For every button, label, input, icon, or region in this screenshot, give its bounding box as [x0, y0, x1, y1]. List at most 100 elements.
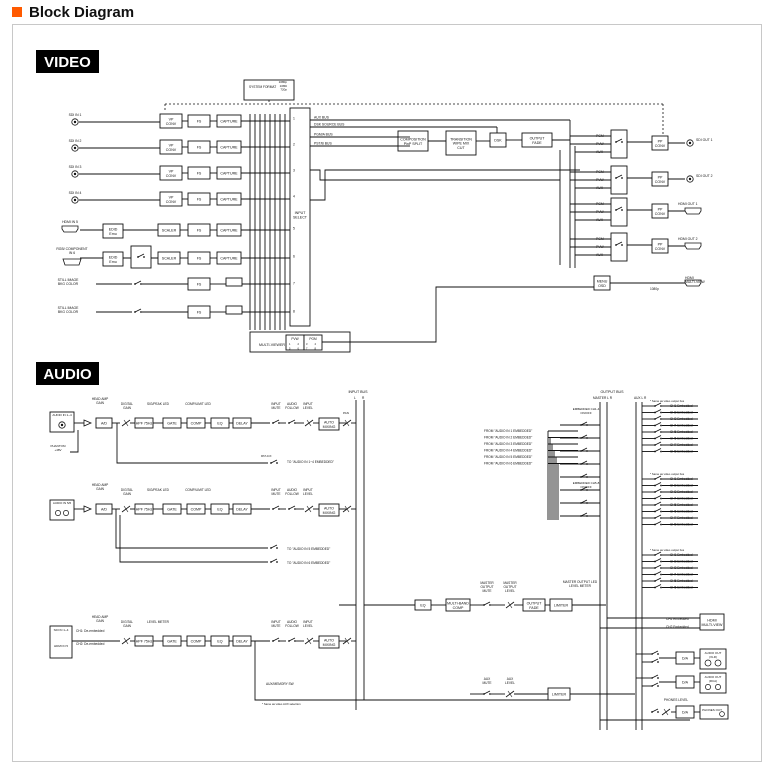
switch-symbol	[586, 476, 588, 478]
input-bus-label: INPUT BUS	[348, 390, 368, 394]
audio-input-label: AUDIO IN 5/6	[53, 501, 72, 505]
amp-symbol	[83, 419, 93, 427]
capture-block-label: CAPTURE	[220, 198, 238, 202]
input-select-label: SELECT	[293, 215, 308, 219]
aux-level-label: LEVEL	[505, 681, 515, 685]
master-eq-block-label: EQ	[420, 604, 425, 608]
switch-symbol	[654, 564, 662, 569]
ad-block-label: A/D	[101, 508, 107, 512]
input-level-label: INPUT	[303, 620, 313, 624]
output-bus-label: OUTPUT BUS	[600, 390, 624, 394]
switch-symbol	[270, 459, 278, 464]
still-mem-block	[225, 305, 243, 315]
vp-conv-block-label: CONV	[166, 122, 177, 126]
input-mute-label: INPUT	[271, 620, 281, 624]
auto-mixing-block-label: AUTO	[324, 638, 334, 642]
diagram-frame	[12, 24, 762, 762]
de-embedded-label: CH2: De-embedded	[76, 642, 105, 646]
switch-symbol	[651, 658, 659, 663]
to-embedded-label: TO "AUDIO IN 1~4 EMBEDDED"	[287, 460, 334, 464]
pp-conv-block-label: PP	[658, 242, 663, 246]
switch-symbol	[654, 402, 662, 407]
audio-input-label: HDMI IN 5	[54, 644, 68, 648]
audio-follow-label: FOLLOW	[285, 624, 298, 628]
switch-symbol	[272, 419, 280, 424]
switch-symbol	[654, 508, 662, 512]
switch-symbol	[654, 571, 662, 575]
auto-mixing-block	[318, 635, 340, 649]
sig-peak-led-label: SIG/PEAK LED	[147, 402, 170, 406]
input-mute-label: MUTE	[271, 624, 280, 628]
vp-conv-block-label: CONV	[166, 200, 177, 204]
mv-pgm-box	[303, 334, 323, 351]
audio-follow-label: AUDIO	[287, 620, 298, 624]
hdmi-connector-icon	[684, 207, 702, 215]
switch-symbol	[288, 637, 296, 642]
video-input-label: STILL IMAGE	[58, 278, 80, 282]
switch-symbol	[615, 174, 623, 179]
bus-label: DSK SOURCE BUS	[314, 123, 345, 127]
to-embedded-label: TO "AUDIO IN 6 EMBEDDED"	[287, 561, 330, 565]
fader-symbol	[123, 505, 129, 513]
switch-symbol	[143, 256, 145, 258]
switch-symbol	[654, 558, 662, 562]
xlr-connector-icon	[714, 659, 722, 667]
multiband-comp-block-label: MULTI-BAND	[447, 601, 469, 605]
fs-block-label: FS	[197, 146, 202, 150]
send-tag: MST AUX	[261, 455, 272, 458]
pp-conv-block-label: PP	[658, 139, 663, 143]
sdi-connector-icon	[688, 141, 692, 145]
audio-out-xlr-box-label: (XLR)	[709, 655, 717, 659]
switch-symbol	[586, 463, 588, 465]
input-level-label: LEVEL	[303, 406, 313, 410]
output-select-box	[610, 197, 628, 227]
switch-symbol	[580, 434, 588, 439]
switch-symbol	[660, 444, 662, 446]
switch-symbol	[294, 640, 296, 642]
fader-symbol	[507, 690, 513, 698]
switch-symbol	[483, 690, 491, 695]
fader-symbol	[123, 637, 129, 645]
switch-symbol	[586, 450, 588, 452]
input-level-label: LEVEL	[303, 624, 313, 628]
rgb-connector-icon	[62, 258, 82, 266]
send-wire	[119, 515, 268, 563]
head-amp-label: GAIN	[96, 401, 104, 405]
hdmi-multiview-audio-box-label: HDMI	[707, 618, 716, 622]
switch-symbol	[654, 482, 662, 486]
capture-block-label: CAPTURE	[220, 229, 238, 233]
input-bus-l: L	[354, 396, 356, 400]
master-limiter-block-label: LIMITER	[554, 604, 569, 608]
switch-symbol	[140, 283, 142, 285]
phantom-label: +48V	[54, 448, 61, 452]
mv-grid-cell: 6	[298, 347, 300, 351]
multi-viewer-label: MULTI-VIEWER	[259, 343, 285, 347]
sdi-connector-icon	[73, 198, 77, 202]
switch-symbol	[651, 650, 659, 655]
aux-level-label: AUX	[507, 677, 514, 681]
system-format-values: 1080p	[279, 80, 288, 84]
vp-conv-block-label: CONV	[166, 174, 177, 178]
switch-symbol	[278, 508, 280, 510]
embedded-ch5-8-label: ON/OFF	[580, 485, 591, 489]
switch-symbol	[654, 435, 662, 439]
output-select-box	[610, 129, 628, 159]
auto-mixing-block-label: MIXING	[323, 425, 336, 429]
pp-conv-block-label: PP	[658, 175, 663, 179]
aux-lr-label: AUX L R	[634, 396, 647, 400]
pp-conv-block-label: CONV	[655, 144, 666, 148]
input-mute-label: INPUT	[271, 488, 281, 492]
phones-out-label: PHONES OUT	[702, 708, 722, 712]
multiband-comp-block-label: COMP	[453, 606, 464, 610]
video-input-label: BKG COLOR	[58, 282, 79, 286]
input-mute-label: INPUT	[271, 402, 281, 406]
output-fade-audio-block-label: OUTPUT	[527, 601, 543, 605]
level-meter-label: LEVEL METER	[147, 620, 170, 624]
switch-symbol	[270, 558, 278, 563]
switch-symbol	[621, 209, 623, 211]
from-embedded-label: FROM "AUDIO IN 6 EMBEDDED"	[484, 462, 532, 466]
switch-symbol	[580, 473, 588, 478]
embedded-ch1-4-label: EMBEDDED CH1-4	[573, 407, 600, 411]
digital-gain-label: GAIN	[123, 406, 131, 410]
fader-symbol	[344, 505, 350, 513]
